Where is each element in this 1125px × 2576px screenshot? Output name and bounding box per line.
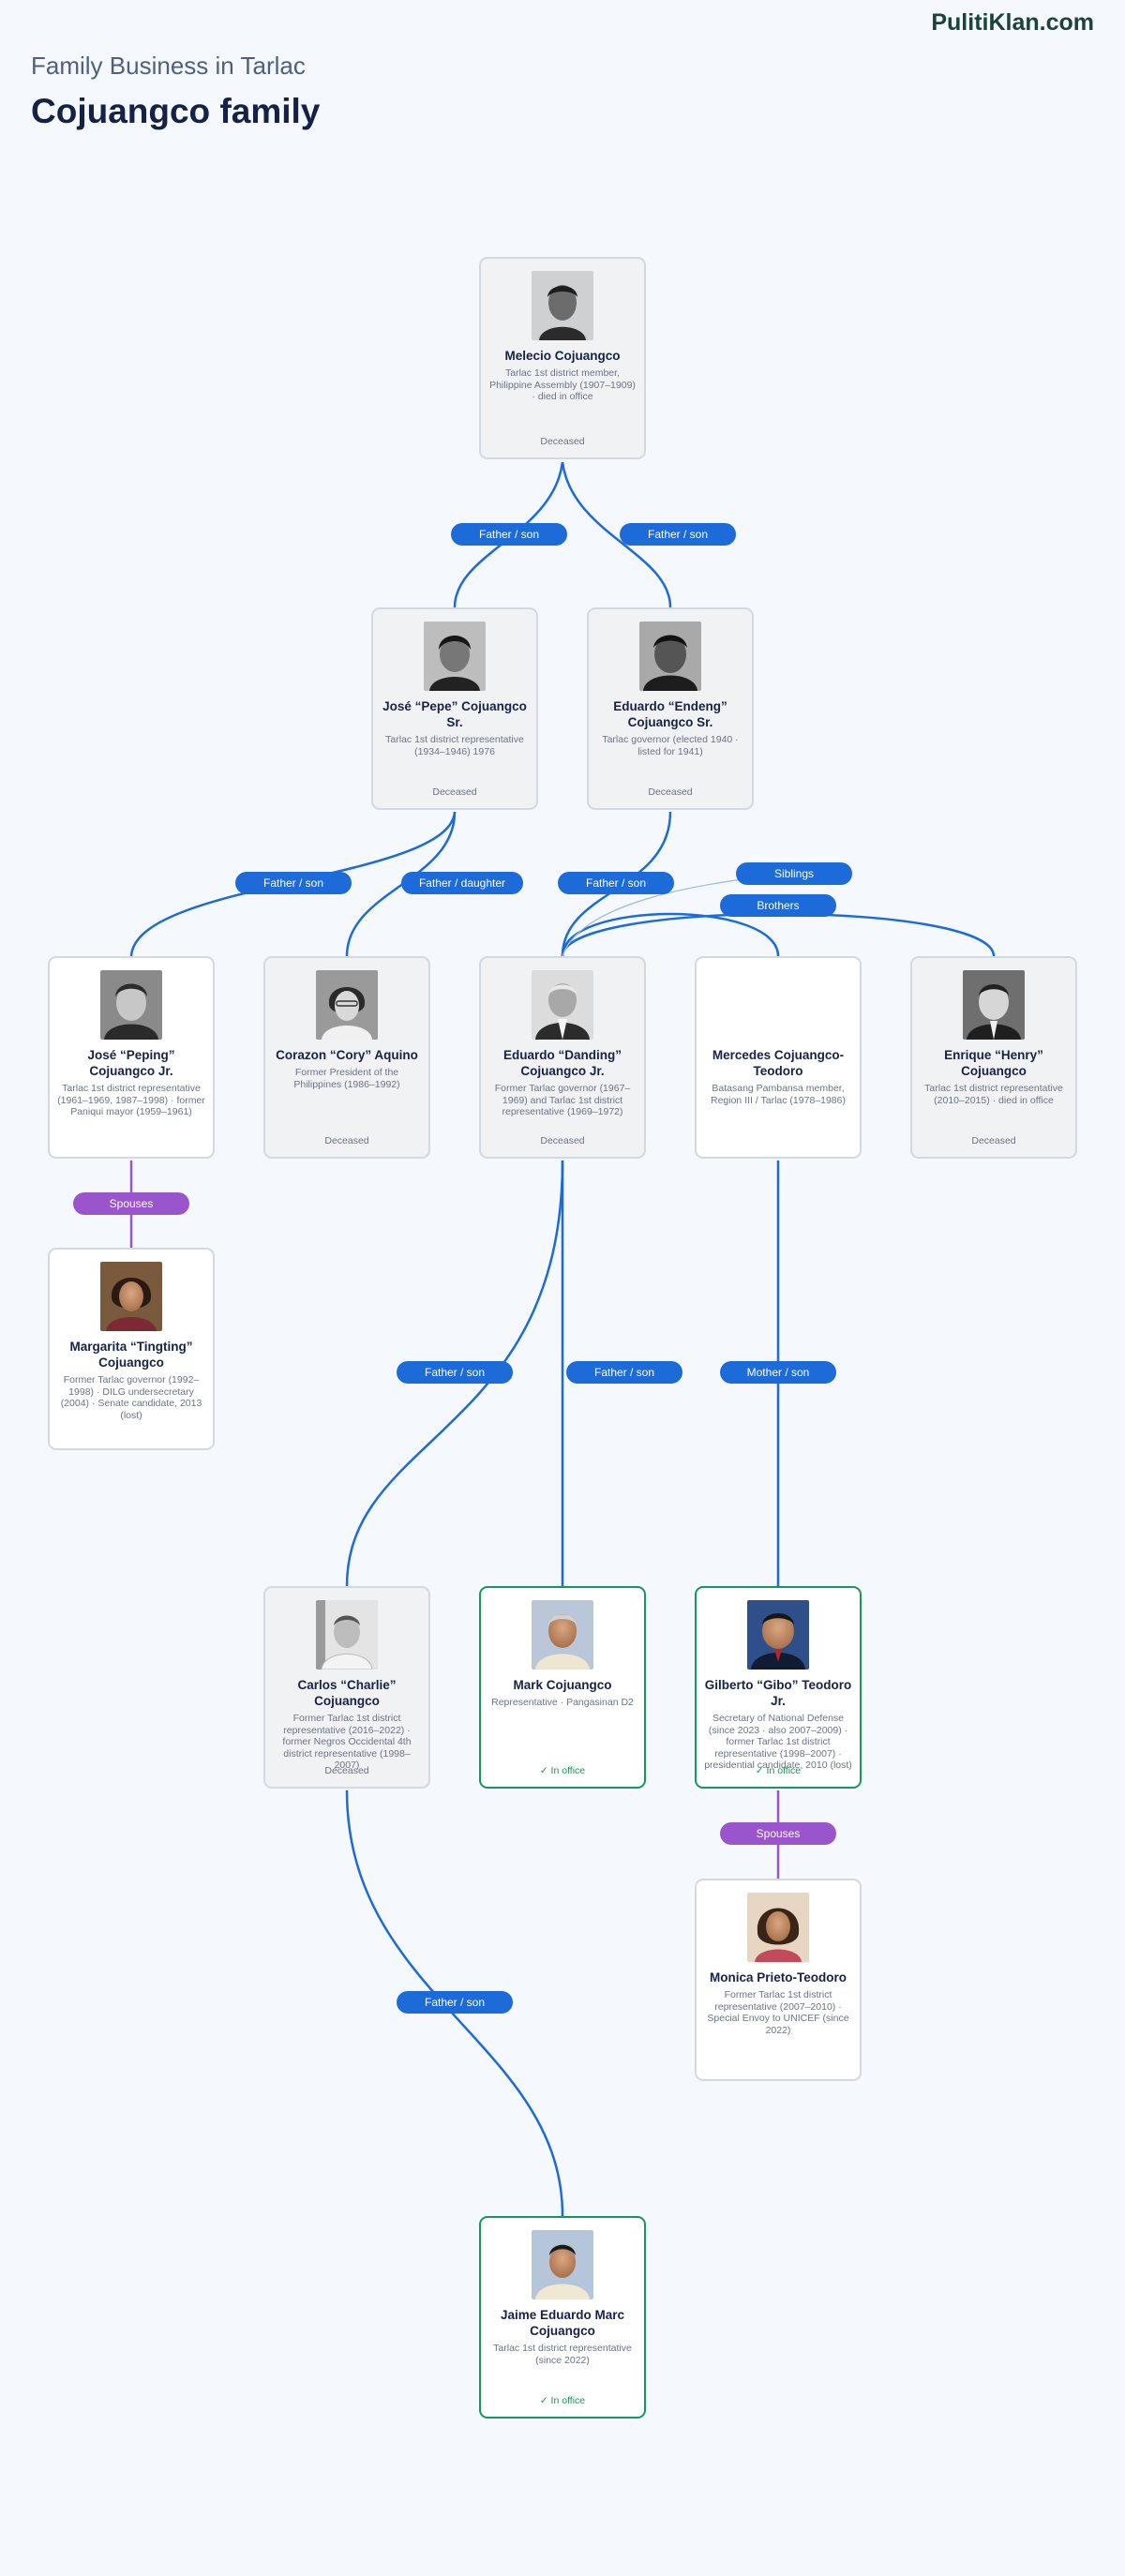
portrait-photo: [639, 622, 701, 691]
person-name: Monica Prieto-Teodoro: [709, 1970, 847, 1984]
person-name: José “Pepe” Cojuangco Sr.: [382, 699, 527, 729]
status-label: Deceased: [540, 1135, 585, 1146]
status-label: Deceased: [324, 1765, 369, 1776]
status-label: Deceased: [432, 786, 477, 798]
status-label: Deceased: [324, 1135, 369, 1146]
person-description: Former Tarlac governor (1967–1969) and T…: [494, 1083, 631, 1117]
relation-label: Brothers: [720, 894, 836, 917]
person-description: Representative · Pangasinan D2: [491, 1697, 634, 1708]
person-name: Jaime Eduardo Marc Cojuangco: [500, 2308, 625, 2338]
person-name: José “Peping” Cojuangco Jr.: [87, 1048, 175, 1078]
portrait-photo: [532, 2230, 593, 2299]
status-label: ✓ In office: [539, 2395, 586, 2406]
brand-logo[interactable]: PulitiKlan.com: [931, 9, 1094, 36]
portrait-photo: [747, 1893, 809, 1962]
status-label: Deceased: [648, 786, 693, 798]
person-description: Secretary of National Defense (since 202…: [704, 1713, 852, 1771]
page-title: Cojuangco family: [31, 92, 321, 130]
person-card-tingting[interactable]: Margarita “Tingting” Cojuangco Former Ta…: [48, 1248, 215, 1450]
relation-label: Father / son: [235, 872, 352, 894]
person-name: Eduardo “Danding” Cojuangco Jr.: [503, 1048, 622, 1078]
person-description: Tarlac 1st district representative (1934…: [385, 734, 524, 757]
person-card-gibo[interactable]: Gilberto “Gibo” Teodoro Jr. Secretary of…: [695, 1586, 862, 1789]
person-name: Eduardo “Endeng” Cojuangco Sr.: [613, 699, 728, 729]
relation-label: Siblings: [736, 862, 852, 885]
portrait-photo: [100, 1262, 162, 1331]
person-card-melecio[interactable]: Melecio Cojuangco Tarlac 1st district me…: [479, 257, 646, 459]
relation-label: Mother / son: [720, 1361, 836, 1384]
person-name: Enrique “Henry” Cojuangco: [944, 1048, 1043, 1078]
person-description: Former Tarlac 1st district representativ…: [707, 1989, 849, 2036]
link-melecio-endeng: [561, 461, 672, 608]
portrait-photo: [747, 1600, 809, 1670]
person-card-charlie[interactable]: Carlos “Charlie” Cojuangco Former Tarlac…: [263, 1586, 430, 1789]
person-card-danding[interactable]: Eduardo “Danding” Cojuangco Jr. Former T…: [479, 956, 646, 1159]
person-card-endeng[interactable]: Eduardo “Endeng” Cojuangco Sr. Tarlac go…: [587, 607, 754, 810]
person-description: Tarlac governor (elected 1940 · listed f…: [602, 734, 739, 757]
person-description: Tarlac 1st district representative (sinc…: [493, 2343, 632, 2366]
person-card-monica[interactable]: Monica Prieto-Teodoro Former Tarlac 1st …: [695, 1879, 862, 2081]
person-card-henry[interactable]: Enrique “Henry” Cojuangco Tarlac 1st dis…: [910, 956, 1077, 1159]
person-name: Corazon “Cory” Aquino: [276, 1048, 418, 1062]
relation-label: Father / son: [620, 523, 736, 546]
link-pepe-cory: [345, 811, 457, 957]
relation-label: Father / daughter: [401, 872, 523, 894]
person-card-mark[interactable]: Mark Cojuangco Representative · Pangasin…: [479, 1586, 646, 1789]
relation-label: Spouses: [73, 1192, 189, 1215]
person-description: Former Tarlac governor (1992–1998) · DIL…: [60, 1374, 202, 1421]
portrait-photo: [100, 970, 162, 1040]
person-description: Tarlac 1st district representative (2010…: [924, 1083, 1063, 1106]
portrait-photo: [532, 271, 593, 340]
relation-label: Spouses: [720, 1822, 836, 1845]
person-name: Mercedes Cojuangco-Teodoro: [712, 1048, 845, 1078]
page-kicker: Family Business in Tarlac: [31, 52, 306, 80]
portrait-photo: [316, 970, 378, 1040]
person-description: Batasang Pambansa member, Region III / T…: [711, 1083, 846, 1106]
relation-label: Father / son: [397, 1361, 513, 1384]
status-label: Deceased: [540, 436, 585, 447]
person-card-peping[interactable]: José “Peping” Cojuangco Jr. Tarlac 1st d…: [48, 956, 215, 1159]
link-charlie-jaime: [345, 1790, 564, 2217]
status-label: ✓ In office: [539, 1765, 586, 1776]
portrait-photo: [424, 622, 486, 691]
status-label: Deceased: [971, 1135, 1016, 1146]
relation-label: Father / son: [558, 872, 674, 894]
person-card-mercedes[interactable]: Mercedes Cojuangco-Teodoro Batasang Pamb…: [695, 956, 862, 1159]
portrait-photo: [963, 970, 1025, 1040]
status-label: ✓ In office: [755, 1765, 802, 1776]
link-danding-charlie: [345, 1160, 564, 1587]
relation-label: Father / son: [397, 1991, 513, 2014]
link-danding-mercedes: [561, 912, 780, 957]
relation-label: Father / son: [566, 1361, 682, 1384]
person-description: Tarlac 1st district member, Philippine A…: [489, 367, 636, 402]
person-description: Former Tarlac 1st district representativ…: [282, 1713, 412, 1771]
portrait-photo: [532, 970, 593, 1040]
portrait-photo: [316, 1600, 378, 1670]
person-name: Carlos “Charlie” Cojuangco: [297, 1678, 397, 1708]
person-name: Mark Cojuangco: [513, 1678, 612, 1692]
person-description: Tarlac 1st district representative (1961…: [57, 1083, 205, 1117]
relation-label: Father / son: [451, 523, 567, 546]
person-card-cory[interactable]: Corazon “Cory” Aquino Former President o…: [263, 956, 430, 1159]
person-name: Gilberto “Gibo” Teodoro Jr.: [704, 1678, 852, 1708]
person-name: Margarita “Tingting” Cojuangco: [69, 1340, 193, 1370]
portrait-photo: [532, 1600, 593, 1670]
person-description: Former President of the Philippines (198…: [293, 1067, 400, 1090]
person-name: Melecio Cojuangco: [504, 349, 621, 363]
person-card-jaime[interactable]: Jaime Eduardo Marc Cojuangco Tarlac 1st …: [479, 2216, 646, 2419]
person-card-pepe[interactable]: José “Pepe” Cojuangco Sr. Tarlac 1st dis…: [371, 607, 538, 810]
